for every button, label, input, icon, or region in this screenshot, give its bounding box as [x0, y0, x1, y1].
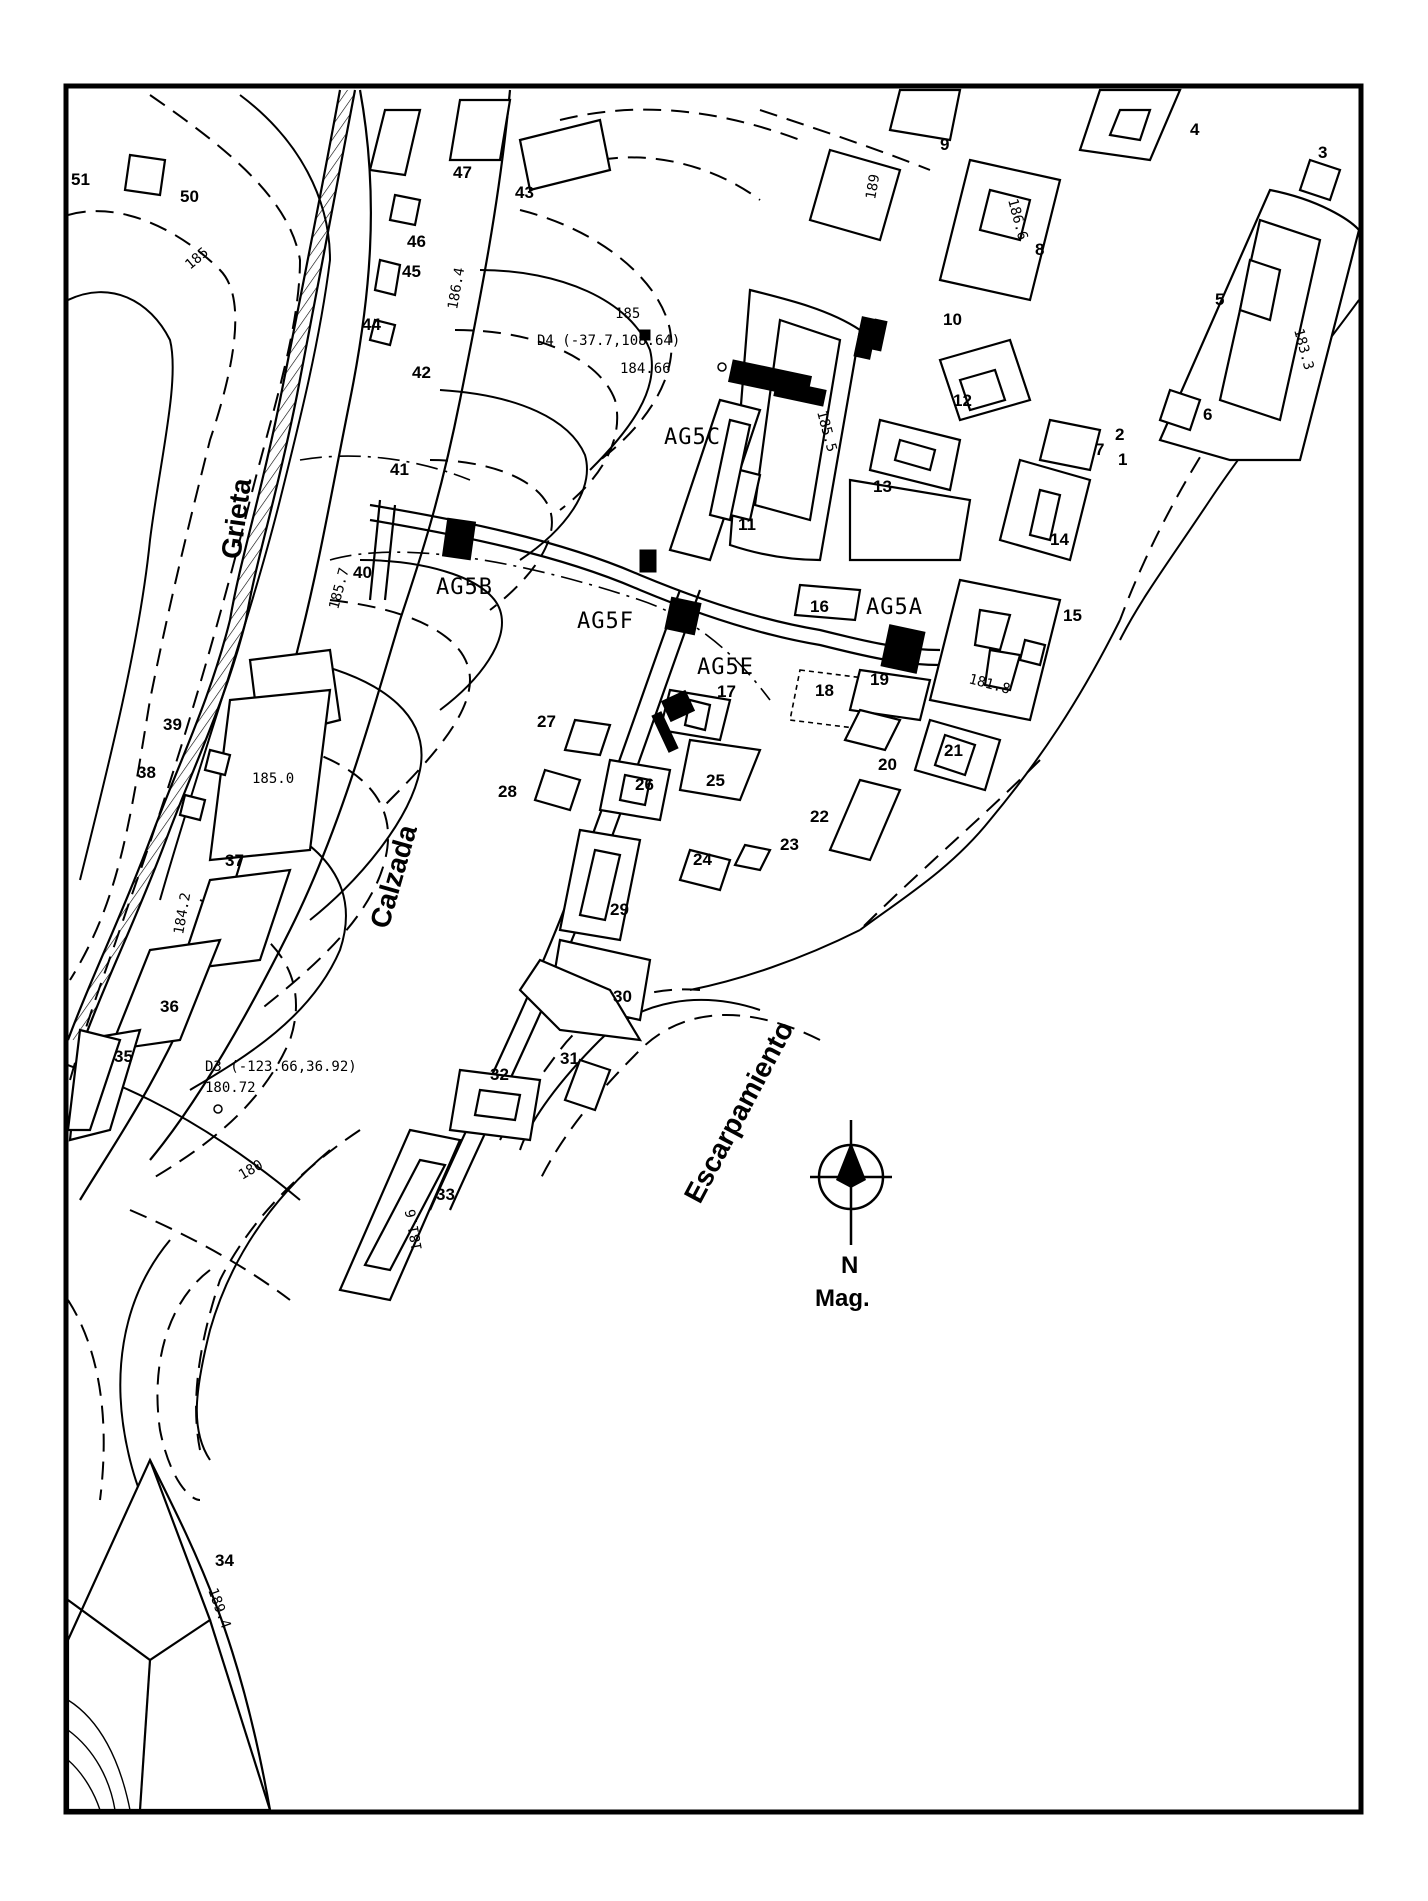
structure-number: 29 [610, 900, 629, 919]
structure-number: 4 [1190, 120, 1200, 139]
elevation-label: 185 [615, 306, 640, 322]
structure-number: 7 [1095, 440, 1104, 459]
unit-labels: AG5A AG5B AG5C AG5E AG5F [436, 425, 923, 680]
datum-d4-label: D4 (-37.7,108.64) [537, 333, 680, 349]
elevation-label: 181.6 [403, 1208, 426, 1252]
unit-ag5e-label: AG5E [697, 655, 754, 680]
structure-number: 24 [693, 850, 712, 869]
unit-ag5f-label: AG5F [577, 609, 634, 634]
structure-number: 44 [362, 315, 381, 334]
structure-number: 17 [717, 682, 736, 701]
structure-number: 20 [878, 755, 897, 774]
north-arrow: N Mag. [810, 1120, 892, 1312]
structure-number: 2 [1115, 425, 1124, 444]
datum-labels: D4 (-37.7,108.64) 184.66 D3 (-123.66,36.… [205, 333, 727, 1114]
elevation-label: 189 [863, 173, 883, 201]
north-magnetic-label: Mag. [815, 1285, 870, 1312]
structure-number: 26 [635, 775, 654, 794]
excavation-units [441, 316, 926, 753]
structure-number: 22 [810, 807, 829, 826]
structure-number: 25 [706, 771, 725, 790]
structure-number: 47 [453, 163, 472, 182]
elevation-label: 185.7 [326, 566, 352, 611]
elevation-label: 184.2 [171, 891, 194, 935]
structure-number: 13 [873, 477, 892, 496]
structure-number: 36 [160, 997, 179, 1016]
structure-number: 43 [515, 183, 534, 202]
structure-number: 8 [1035, 240, 1044, 259]
structure-number: 3 [1318, 143, 1327, 162]
structure-number-labels: 1 2 3 4 5 6 7 8 9 10 11 12 13 14 15 16 1… [71, 120, 1327, 1570]
plaza-structures [68, 88, 1359, 1810]
structure-number: 11 [738, 515, 756, 534]
structure-number: 35 [114, 1047, 133, 1066]
structure-number: 9 [940, 135, 949, 154]
structure-number: 32 [490, 1065, 509, 1084]
escarpamiento-label: Escarpamiento [678, 1016, 800, 1208]
map-frame [63, 83, 1364, 1815]
elevation-label: 185.0 [252, 771, 294, 787]
structure-number: 46 [407, 232, 426, 251]
structure-number: 5 [1215, 290, 1224, 309]
elevation-label: 185 [182, 245, 212, 274]
structure-number: 16 [810, 597, 829, 616]
elevation-label: 186.4 [445, 266, 468, 310]
calzada-causeway [68, 89, 612, 1201]
unit-ag5c-label: AG5C [664, 425, 721, 450]
structure-number: 34 [215, 1551, 234, 1570]
datum-d3-label: D3 (-123.66,36.92) [205, 1059, 357, 1075]
datum-d4-marker [717, 362, 727, 372]
datum-d3-marker [213, 1104, 223, 1114]
structure-number: 45 [402, 262, 421, 281]
structure-number: 10 [943, 310, 962, 329]
structure-number: 6 [1203, 405, 1212, 424]
structure-number: 33 [436, 1185, 455, 1204]
structure-number: 37 [225, 851, 244, 870]
elevation-label: 180 [236, 1157, 266, 1184]
calzada-label: Calzada [364, 821, 423, 932]
unit-ag5a-label: AG5A [866, 595, 923, 620]
structure-number: 27 [537, 712, 556, 731]
structure-number: 51 [71, 170, 90, 189]
datum-d3-elevation: 180.72 [205, 1080, 256, 1096]
structure-number: 19 [870, 670, 889, 689]
datum-d4-elevation: 184.66 [620, 361, 671, 377]
structure-number: 12 [953, 391, 972, 410]
structure-number: 50 [180, 187, 199, 206]
structure-number: 39 [163, 715, 182, 734]
unit-ag5b-label: AG5B [436, 575, 493, 600]
structure-number: 23 [780, 835, 799, 854]
structure-number: 28 [498, 782, 517, 801]
structure-number: 38 [137, 763, 156, 782]
structure-number: 14 [1050, 530, 1069, 549]
structure-number: 41 [390, 460, 409, 479]
north-letter: N [841, 1252, 858, 1279]
grieta-escarpment [68, 89, 357, 1041]
structure-number: 21 [944, 741, 963, 760]
structure-number: 15 [1063, 606, 1082, 625]
structure-number: 40 [353, 563, 372, 582]
structure-number: 42 [412, 363, 431, 382]
structure-number: 1 [1118, 450, 1127, 469]
structure-number: 31 [560, 1049, 579, 1068]
structure-number: 18 [815, 681, 834, 700]
map-body: Grieta Calzada Escarpamiento AG5A AG5B A… [68, 88, 1359, 1810]
structure-number: 30 [613, 987, 632, 1006]
